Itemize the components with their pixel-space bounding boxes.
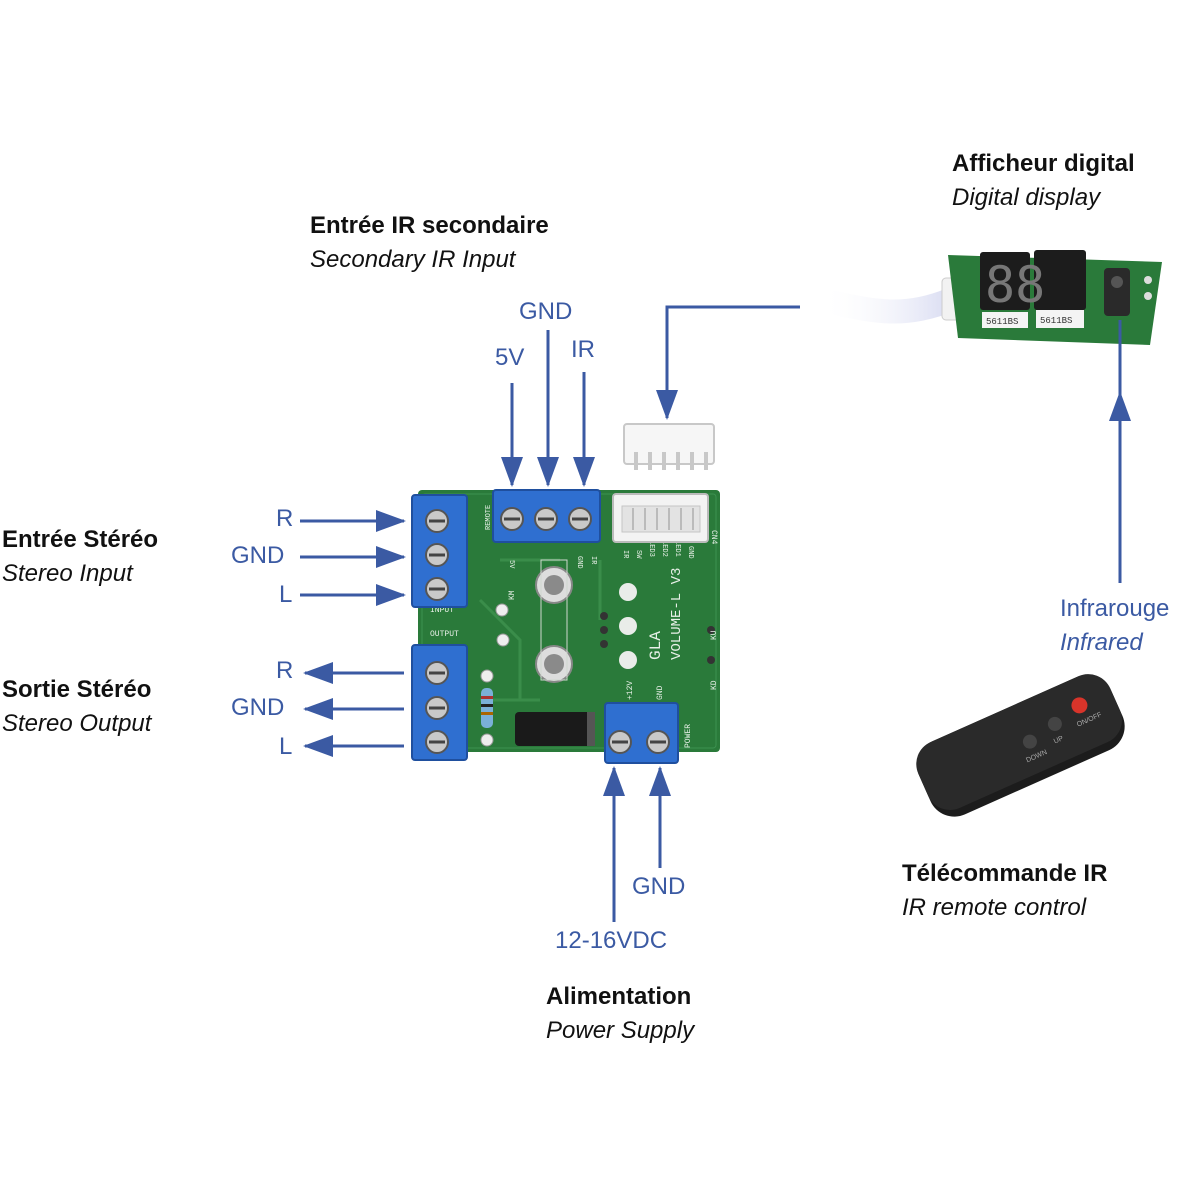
secondary-ir-title: Entrée IR secondaire xyxy=(310,212,549,239)
silk-led2: LED2 xyxy=(660,540,668,557)
display-part-2: 5611BS xyxy=(1040,316,1072,326)
pcb-board: GLA VOLUME-L V3 INPUT OUTPUT POWER CN4 R… xyxy=(418,490,720,752)
silk-gnd-ir: GND xyxy=(575,556,583,569)
stereo-output-subtitle: Stereo Output xyxy=(2,710,152,737)
remote-title: Télécommande IR xyxy=(902,860,1108,887)
down-button-icon[interactable] xyxy=(1021,732,1039,750)
connector-cn4[interactable] xyxy=(612,493,709,543)
pin-gnd-ir-label: GND xyxy=(519,298,573,325)
input-r-label: R xyxy=(276,505,294,532)
remote-subtitle: IR remote control xyxy=(902,894,1087,921)
silk-km: KM xyxy=(508,590,517,600)
infrared-sublabel: Infrared xyxy=(1060,629,1143,656)
terminal-power[interactable] xyxy=(604,702,679,764)
pcb-name-line2: VOLUME-L V3 xyxy=(669,568,685,660)
silk-input: INPUT xyxy=(430,606,454,615)
silk-gnd-power: GND xyxy=(656,685,665,700)
display-digits: 88 xyxy=(985,256,1045,314)
terminal-stereo-output[interactable] xyxy=(411,644,468,761)
silk-led3: LED3 xyxy=(647,540,655,557)
power-button-icon[interactable] xyxy=(1069,695,1090,716)
power-voltage-label: 12-16VDC xyxy=(555,927,668,954)
output-gnd-label: GND xyxy=(231,694,285,721)
digital-display-module: 88 5611BS 5611BS xyxy=(817,250,1162,345)
input-l-label: L xyxy=(279,581,293,608)
display-part-1: 5611BS xyxy=(986,317,1018,327)
silk-ku: KU xyxy=(710,630,719,640)
stereo-input-title: Entrée Stéréo xyxy=(2,526,159,553)
silk-kd: KD xyxy=(710,680,719,690)
power-title: Alimentation xyxy=(546,983,692,1010)
silk-ir: IR xyxy=(589,556,597,565)
display-title: Afficheur digital xyxy=(952,150,1135,177)
stereo-input-subtitle: Stereo Input xyxy=(2,560,133,587)
stereo-output-title: Sortie Stéréo xyxy=(2,676,152,703)
silk-remote: REMOTE xyxy=(485,505,493,530)
silk-5v: 5V xyxy=(507,560,515,569)
silk-gnd-cn4: GND xyxy=(686,546,694,559)
pin-ir-label: IR xyxy=(571,336,595,363)
silk-power: POWER xyxy=(684,724,693,748)
terminal-stereo-input[interactable] xyxy=(411,494,468,608)
display-subtitle: Digital display xyxy=(952,184,1101,211)
secondary-ir-subtitle: Secondary IR Input xyxy=(310,246,516,273)
resistor xyxy=(481,688,493,728)
arrow-display-plug xyxy=(656,305,800,420)
up-button-icon[interactable] xyxy=(1046,715,1064,733)
terminal-secondary-ir[interactable] xyxy=(492,489,601,543)
output-r-label: R xyxy=(276,657,294,684)
infrared-label: Infrarouge xyxy=(1060,595,1170,622)
silk-cn4-ir: IR xyxy=(621,550,629,559)
silk-sw: SW xyxy=(634,550,642,559)
pin-5v-label: 5V xyxy=(495,344,525,371)
power-subtitle: Power Supply xyxy=(546,1017,695,1044)
silk-led1: LED1 xyxy=(673,540,681,557)
silk-12v: +12V xyxy=(626,681,635,700)
silk-cn4: CN4 xyxy=(709,530,718,545)
pcb-name-line1: GLA xyxy=(647,631,665,660)
output-l-label: L xyxy=(279,733,293,760)
remote-up-label: UP xyxy=(1053,735,1065,745)
power-gnd-label: GND xyxy=(632,873,686,900)
ir-remote: ON/OFF UP DOWN xyxy=(916,674,1125,817)
input-gnd-label: GND xyxy=(231,542,285,569)
potentiometer xyxy=(535,559,573,683)
capacitor xyxy=(515,712,595,746)
connector-plug[interactable] xyxy=(623,423,715,470)
silk-output: OUTPUT xyxy=(430,630,459,639)
